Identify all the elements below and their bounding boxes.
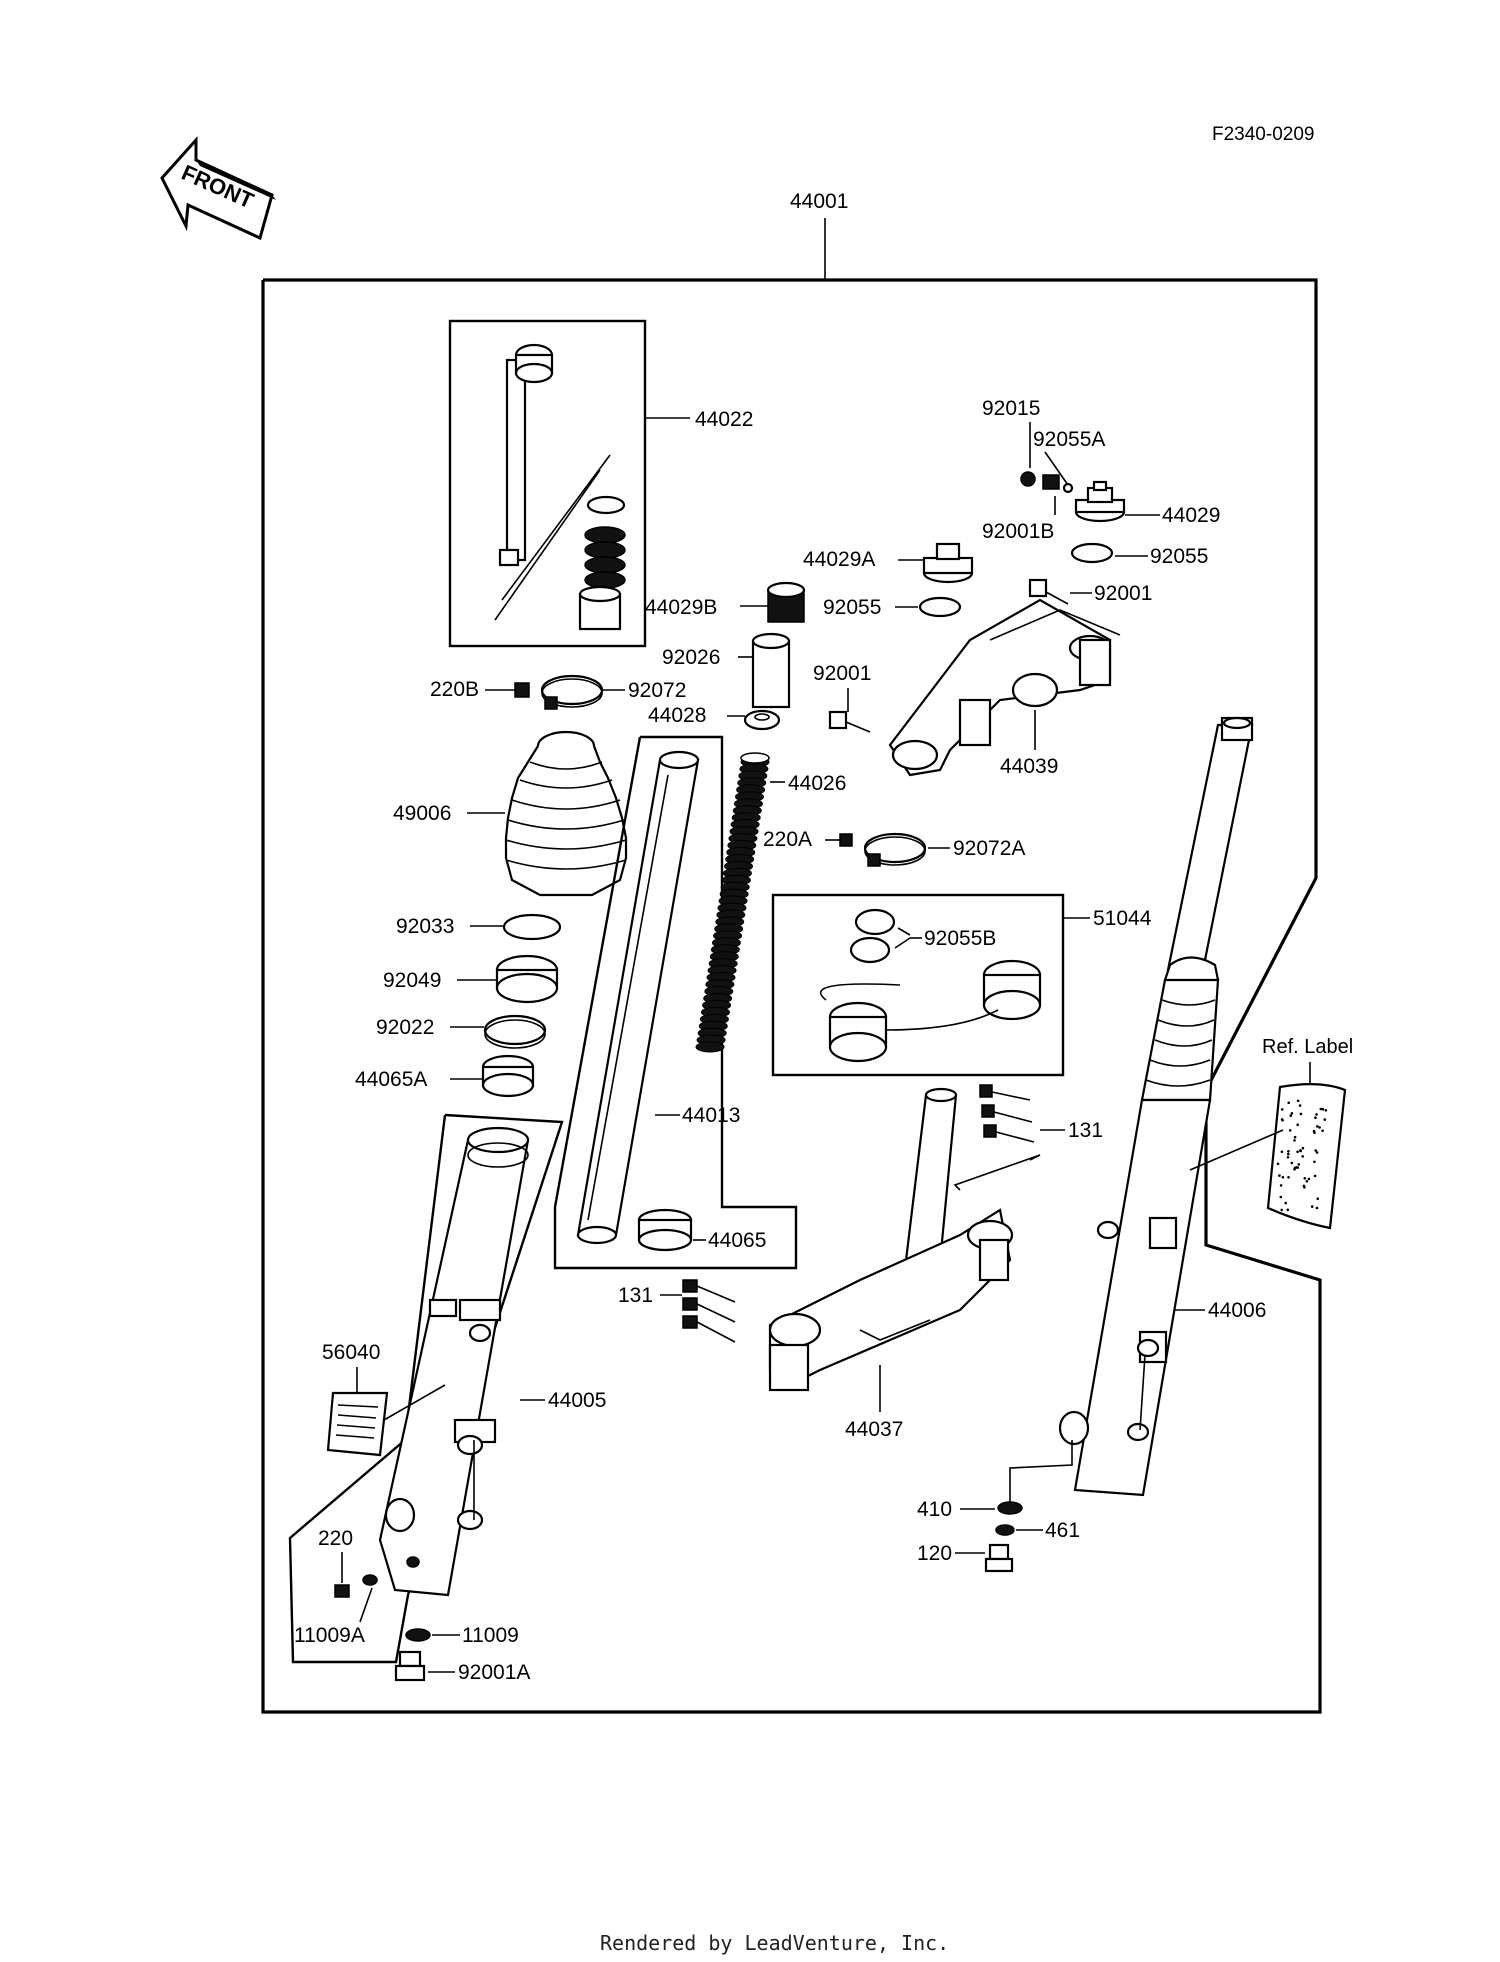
top-bracket-44039: [888, 598, 1121, 777]
label-51044: 51044: [1093, 907, 1152, 930]
label-44029B: 44029B: [645, 596, 717, 619]
label-92033: 92033: [396, 915, 454, 938]
bushing-44065: [637, 1208, 693, 1252]
bolt-92001B: [1042, 474, 1060, 490]
label-220: 220: [318, 1527, 353, 1550]
clamp-92072: [540, 674, 604, 710]
label-44005: 44005: [548, 1389, 606, 1412]
ref-label-text: Ref. Label: [1262, 1036, 1353, 1058]
clamp-92072A: [863, 832, 927, 867]
front-arrow-icon: FRONT: [160, 136, 276, 241]
dust-boot-49006: [504, 730, 628, 897]
label-44022: 44022: [695, 408, 753, 431]
bolt-120: [984, 1543, 1014, 1573]
label-44006: 44006: [1208, 1299, 1266, 1322]
label-92001A: 92001A: [458, 1661, 530, 1684]
label-92072A: 92072A: [953, 837, 1025, 860]
inner-tube-box: [553, 735, 798, 1270]
label-92049: 92049: [383, 969, 441, 992]
o-ring-92055-right: [1070, 542, 1114, 564]
fork-spring-44026: [695, 752, 770, 1053]
bolts-131-lower: [682, 1279, 736, 1343]
spacer-92026: [751, 632, 791, 709]
label-220A: 220A: [763, 828, 812, 851]
footer-credit: Rendered by LeadVenture, Inc.: [600, 1931, 949, 1955]
warning-label-56040: [326, 1391, 389, 1457]
screw-220B: [514, 682, 530, 698]
o-ring-92055B-a: [854, 908, 896, 936]
washer-410: [997, 1501, 1023, 1515]
label-44037: 44037: [845, 1418, 903, 1441]
screw-220: [334, 1584, 350, 1598]
fork-cap-44029A: [922, 542, 974, 584]
label-92001-top: 92001: [1094, 582, 1152, 605]
label-120: 120: [917, 1542, 952, 1565]
outer-tube-44005: [378, 1126, 530, 1597]
oil-seal-92049: [495, 954, 559, 1004]
label-92072: 92072: [628, 679, 686, 702]
label-410: 410: [917, 1498, 952, 1521]
label-220B: 220B: [430, 678, 479, 701]
left-outer-tube-box: [288, 1113, 564, 1664]
o-ring-92055A: [1062, 482, 1074, 494]
o-ring-92055-left: [918, 596, 962, 618]
bolt-92001A: [394, 1650, 426, 1682]
assembly-frame: [261, 278, 1322, 1714]
label-49006: 49006: [393, 802, 451, 825]
label-131-lower: 131: [618, 1284, 653, 1307]
seal-kit-box: [771, 893, 1065, 1077]
label-92055B: 92055B: [924, 927, 996, 950]
inner-tube-44013: [576, 750, 700, 1245]
label-44029A: 44029A: [803, 548, 875, 571]
label-44065: 44065: [708, 1229, 766, 1252]
adjuster-44029B: [766, 581, 806, 623]
damper-rod: [494, 343, 626, 631]
o-ring-92055B-b: [849, 936, 891, 964]
bushing-44065A: [481, 1054, 535, 1098]
label-461: 461: [1045, 1519, 1080, 1542]
ref-label-sticker: [1266, 1083, 1347, 1230]
label-44026: 44026: [788, 772, 846, 795]
washer-11009A: [362, 1574, 378, 1586]
washer-92022: [483, 1014, 547, 1049]
circlip-92033: [502, 913, 562, 941]
label-44013: 44013: [682, 1104, 740, 1127]
bolt-92001-mid: [828, 710, 871, 733]
label-92015: 92015: [982, 397, 1040, 420]
right-fork-44006: [1058, 716, 1254, 1497]
nut-92015: [1020, 471, 1036, 487]
damper-rod-box: [448, 319, 647, 648]
label-92055-left: 92055: [823, 596, 881, 619]
label-92026: 92026: [662, 646, 720, 669]
washer-461: [995, 1524, 1015, 1536]
label-44028: 44028: [648, 704, 706, 727]
label-44029: 44029: [1162, 504, 1220, 527]
bolts-131-upper: [979, 1084, 1035, 1143]
seal-set: [819, 959, 1042, 1063]
label-131-upper: 131: [1068, 1119, 1103, 1142]
label-56040: 56040: [322, 1341, 380, 1364]
label-92055-right: 92055: [1150, 545, 1208, 568]
label-44039: 44039: [1000, 755, 1058, 778]
label-11009: 11009: [462, 1624, 519, 1647]
label-92022: 92022: [376, 1016, 434, 1039]
screw-220A: [839, 833, 853, 847]
washer-11009: [405, 1628, 431, 1642]
bolt-92001-top: [1028, 578, 1069, 605]
fork-cap-44029: [1074, 480, 1126, 523]
label-44065A: 44065A: [355, 1068, 427, 1091]
label-92055A: 92055A: [1033, 428, 1105, 451]
label-44001: 44001: [790, 190, 848, 213]
label-92001B: 92001B: [982, 520, 1054, 543]
diagram-code: F2340-0209: [1212, 124, 1314, 145]
label-92001-mid: 92001: [813, 662, 871, 685]
stem-bracket-44037: [768, 1087, 1014, 1392]
label-11009A: 11009A: [294, 1624, 365, 1647]
